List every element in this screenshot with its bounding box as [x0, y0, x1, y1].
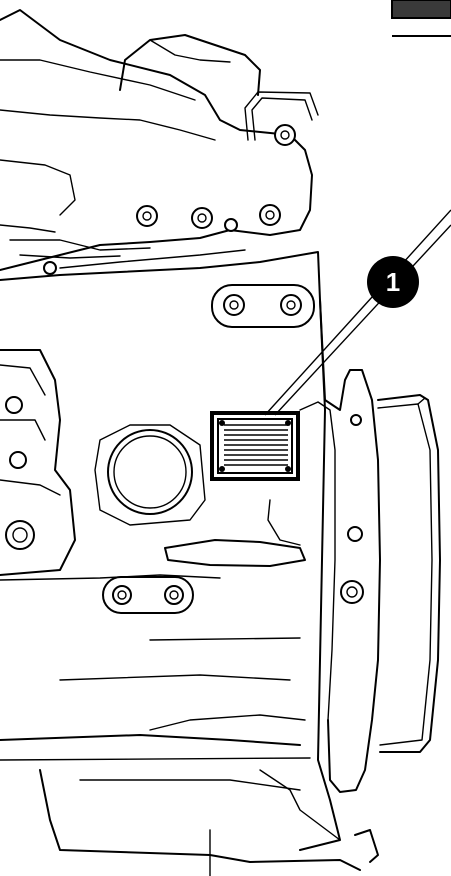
flywheel-housing — [299, 299, 441, 793]
block-bolt-plates — [102, 284, 315, 614]
intake-manifold — [0, 9, 313, 271]
core-plug — [94, 424, 206, 526]
callout-leader-line — [264, 209, 451, 416]
block-ribs — [164, 499, 306, 567]
fuel-line — [59, 91, 319, 269]
page-corner-tab — [391, 0, 451, 37]
callout-number: 1 — [386, 267, 400, 297]
id-plate-ribbing — [224, 424, 288, 466]
manifold-bolts — [43, 124, 296, 275]
engine-id-plate — [210, 411, 300, 481]
callout-marker: 1 — [367, 256, 419, 308]
